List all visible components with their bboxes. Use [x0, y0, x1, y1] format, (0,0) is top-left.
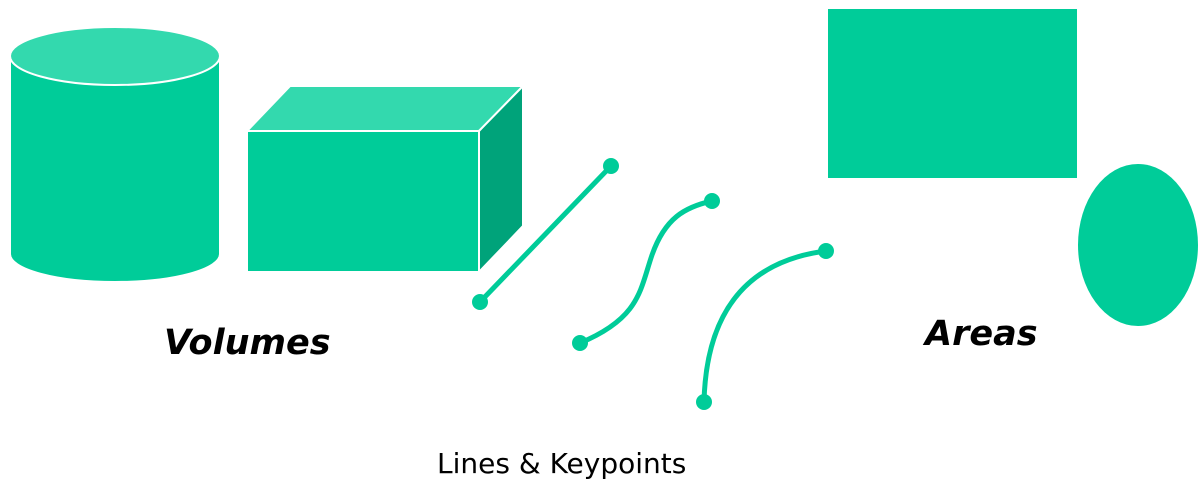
rectangle-area [828, 9, 1077, 178]
keypoint [603, 158, 619, 174]
box-shape [244, 83, 526, 275]
ellipse-area [1078, 164, 1198, 326]
cylinder-top [9, 26, 221, 86]
s-curve-shape [572, 193, 720, 351]
keypoint [472, 294, 488, 310]
cylinder-body [9, 55, 221, 283]
box-front-face [246, 130, 480, 273]
volumes-label: Volumes [164, 323, 331, 363]
lines-keypoints-label: Lines & Keypoints [437, 447, 687, 480]
cylinder-shape [9, 26, 221, 283]
s-curve-line [577, 198, 715, 346]
box-top-face [244, 85, 526, 132]
straight-line [477, 163, 614, 305]
straight-line-shape [472, 158, 619, 310]
areas-label: Areas [925, 314, 1038, 354]
keypoint [818, 243, 834, 259]
keypoint [572, 335, 588, 351]
arc-curve-line [701, 248, 829, 405]
keypoint [696, 394, 712, 410]
arc-curve-shape [696, 243, 834, 410]
keypoint [704, 193, 720, 209]
